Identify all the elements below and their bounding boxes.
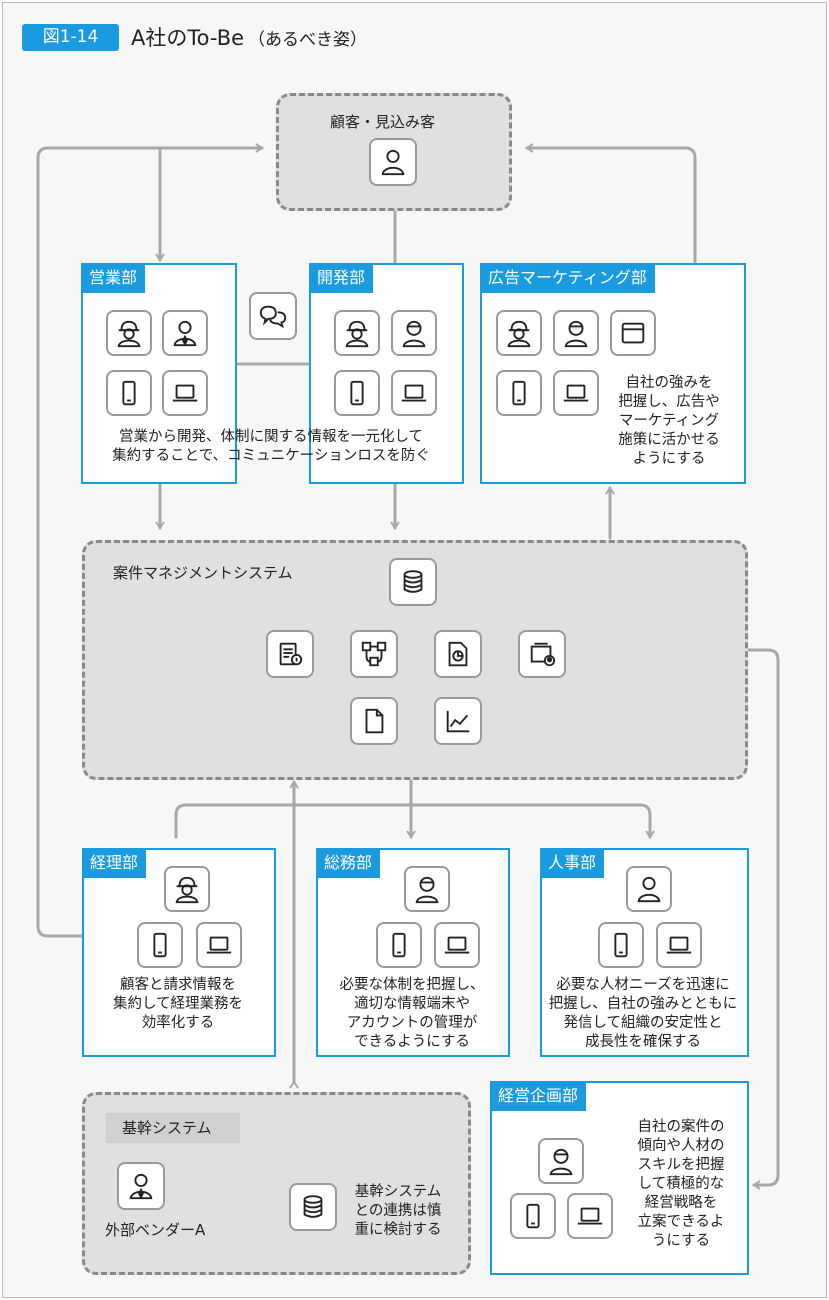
database-icon <box>389 558 437 606</box>
engineer-icon <box>404 866 450 912</box>
general-description: 必要な体制を把握し、 適切な情報端末や アカウントの管理が できるようにする <box>339 977 485 1050</box>
smartphone-icon <box>376 922 422 968</box>
system-label: 案件マネジメントシステム <box>113 564 293 582</box>
planning-description: 自社の案件の 傾向や人材の スキルを把握 して積極的な 経営戦略を 立案できるよ… <box>637 1119 725 1249</box>
person-icon <box>626 866 672 912</box>
accounting-label: 経理部 <box>82 848 147 878</box>
dev-dept: 開発部 <box>309 263 464 484</box>
smartphone-icon <box>334 370 380 416</box>
customer-label: 顧客・見込み客 <box>330 113 436 131</box>
worker-icon <box>106 310 152 356</box>
laptop-icon <box>162 370 208 416</box>
marketing-description: 自社の強みを 把握し、広告や マーケティング 施策に活かせる ようにする <box>618 375 720 467</box>
smartphone-icon <box>106 370 152 416</box>
figure-title: A社のTo-Be（あるべき姿） <box>131 22 367 52</box>
chat-icon <box>249 292 297 340</box>
planning-dept: 経営企画部 <box>490 1081 749 1275</box>
smartphone-icon <box>137 922 183 968</box>
core-system-note: 基幹システム との連携は慎 重に検討する <box>354 1184 442 1238</box>
accounting-description: 顧客と請求情報を 集約して経理業務を 効率化する <box>112 977 244 1031</box>
laptop-icon <box>196 922 242 968</box>
browser-window-icon <box>610 310 656 356</box>
vendor-label: 外部ベンダーA <box>105 1221 206 1239</box>
laptop-icon <box>567 1193 613 1239</box>
marketing-label: 広告マーケティング部 <box>480 263 655 293</box>
worker-icon <box>164 866 210 912</box>
laptop-icon <box>391 370 437 416</box>
worker-icon <box>334 310 380 356</box>
dev-label: 開発部 <box>309 263 374 293</box>
engineer-icon <box>538 1138 584 1184</box>
title-subtitle: （あるべき姿） <box>248 30 368 50</box>
core-system-label: 基幹システム <box>106 1113 240 1143</box>
database-icon <box>289 1183 337 1231</box>
smartphone-icon <box>510 1193 556 1239</box>
sales-dev-description: 営業から開発、体制に関する情報を一元化して 集約することで、コミュニケーションロ… <box>112 429 430 464</box>
hr-description: 必要な人材ニーズを迅速に 把握し、自社の強みとともに 発信して組織の安定性と 成… <box>548 977 738 1050</box>
laptop-icon <box>553 370 599 416</box>
workflow-icon <box>350 630 398 678</box>
worker-icon <box>496 310 542 356</box>
smartphone-icon <box>496 370 542 416</box>
engineer-icon <box>391 310 437 356</box>
engineer-icon <box>553 310 599 356</box>
document-icon <box>350 697 398 745</box>
report-chart-icon <box>434 630 482 678</box>
laptop-icon <box>656 922 702 968</box>
user-folder-icon <box>518 630 566 678</box>
planning-label: 経営企画部 <box>490 1081 587 1111</box>
document-info-icon <box>266 630 314 678</box>
figure-badge: 図1-14 <box>22 24 119 51</box>
businessperson-icon <box>117 1162 165 1210</box>
general-label: 総務部 <box>316 848 381 878</box>
laptop-icon <box>434 922 480 968</box>
customer-person-icon <box>369 138 417 186</box>
title-text: A社のTo-Be <box>131 26 245 50</box>
line-chart-icon <box>434 697 482 745</box>
hr-label: 人事部 <box>540 848 605 878</box>
businessperson-icon <box>162 310 208 356</box>
sales-label: 営業部 <box>81 263 146 293</box>
smartphone-icon <box>598 922 644 968</box>
